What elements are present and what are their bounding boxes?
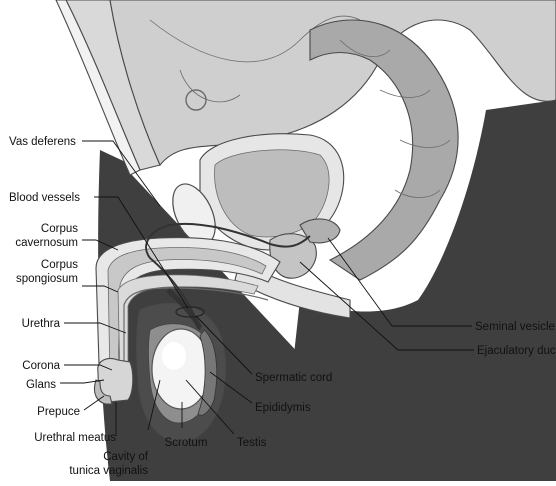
label-epididymis: Epididymis <box>255 402 311 414</box>
label-urethra: Urethra <box>22 318 61 330</box>
label-seminal-vesicle: Seminal vesicle <box>475 321 555 333</box>
label-urethral-meatus: Urethral meatus <box>34 432 116 444</box>
label-vas-deferens: Vas deferens <box>9 136 76 148</box>
right-body-silhouette <box>280 300 418 481</box>
label-spermatic-cord: Spermatic cord <box>255 372 332 384</box>
label-scrotum: Scrotum <box>165 437 208 449</box>
label-blood-vessels: Blood vessels <box>9 192 80 204</box>
label-corpus-cavernosum-line2: cavernosum <box>15 237 78 249</box>
label-corona: Corona <box>22 360 60 372</box>
leader-prepuce <box>84 396 104 410</box>
label-prepuce: Prepuce <box>37 406 80 418</box>
label-cavity-line1: Cavity of <box>103 451 149 463</box>
label-corpus-spongiosum-line2: spongiosum <box>16 273 78 285</box>
label-cavity-line2: tunica vaginalis <box>69 465 148 477</box>
label-testis: Testis <box>237 437 267 449</box>
testis-highlight <box>162 342 186 370</box>
label-corpus-spongiosum-line1: Corpus <box>41 259 78 271</box>
label-corpus-cavernosum-line1: Corpus <box>41 223 78 235</box>
label-ejaculatory-duct: Ejaculatory duct <box>477 345 556 357</box>
label-glans: Glans <box>26 379 56 391</box>
